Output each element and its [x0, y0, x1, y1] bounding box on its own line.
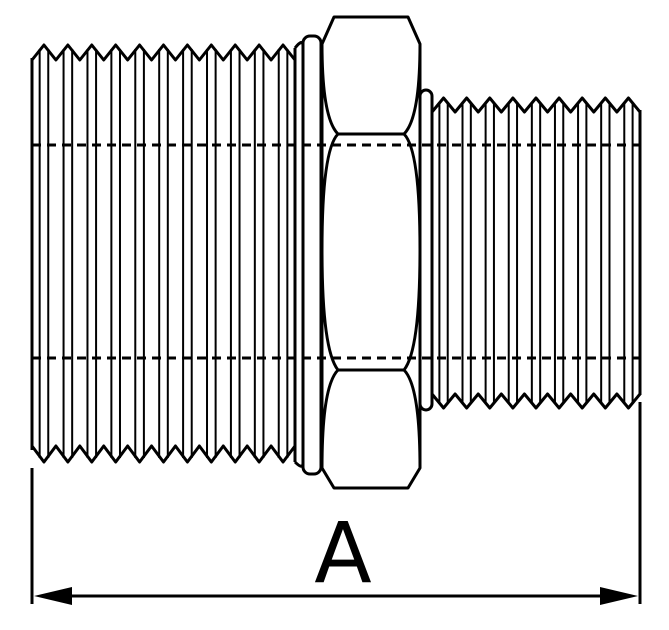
small-thread-bottom-profile [430, 392, 642, 410]
hex-body [320, 15, 422, 490]
large-thread-section [30, 41, 305, 468]
large-thread-bottom-profile [30, 444, 297, 464]
arrowhead-right [600, 587, 638, 605]
left-collar [301, 34, 323, 476]
hex-middle-face [320, 132, 422, 371]
dimension-label-a: A [314, 504, 371, 602]
large-thread-top-profile [30, 43, 297, 62]
hex-top-face [320, 43, 422, 136]
small-thread-section [430, 96, 642, 410]
large-thread-flank-lines [38, 49, 289, 458]
hex-outline [320, 15, 422, 490]
hex-bottom-face [320, 368, 422, 469]
hidden-lines [32, 143, 640, 360]
arrowhead-left [34, 587, 72, 605]
dimension-a [30, 402, 642, 605]
small-thread-flank-lines [438, 102, 634, 404]
small-thread-top-profile [430, 96, 642, 114]
right-collar [418, 88, 434, 412]
